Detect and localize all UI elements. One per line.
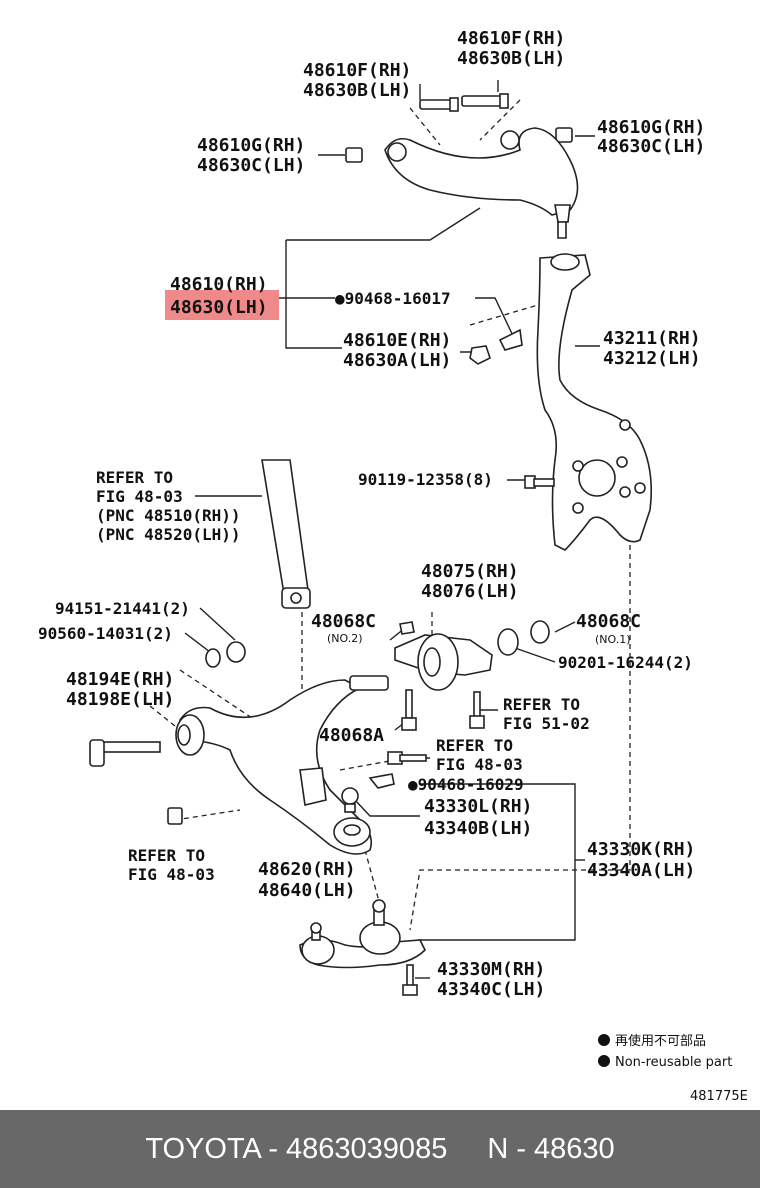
label-ball-joint-k-lh: 43340A(LH) bbox=[587, 860, 695, 881]
label-upper-nut-right-lh: 48630C(LH) bbox=[597, 136, 705, 157]
label-bushing-bracket-rh: 48075(RH) bbox=[421, 561, 519, 582]
label-refer-48-mid-1: REFER TO bbox=[436, 736, 513, 755]
label-refer-shock-4: (PNC 48520(LH)) bbox=[96, 525, 241, 544]
upper-control-arm bbox=[384, 127, 579, 239]
label-lower-arm-lh: 48640(LH) bbox=[258, 880, 356, 901]
label-washer-c-left: 48068C bbox=[311, 611, 376, 632]
knuckle-bolt bbox=[524, 475, 555, 489]
label-clip-90468-16017: ●90468-16017 bbox=[335, 289, 451, 308]
label-washer-c-right: 48068C bbox=[576, 611, 641, 632]
label-ball-joint-l-lh: 43340B(LH) bbox=[424, 818, 532, 839]
label-bolt-94151: 94151-21441(2) bbox=[55, 599, 190, 618]
shock-absorber bbox=[261, 459, 311, 609]
ball-joint-43330L bbox=[341, 787, 359, 813]
washer-48068C-right bbox=[497, 620, 550, 656]
label-knuckle-bolt: 90119-12358(8) bbox=[358, 470, 493, 489]
label-refer-51-1: REFER TO bbox=[503, 695, 580, 714]
bracket-48610E bbox=[469, 328, 523, 365]
lower-bolt bbox=[89, 739, 161, 767]
label-bracket-lh: 48630A(LH) bbox=[343, 350, 451, 371]
label-upper-arm-lh: 48630(LH) bbox=[170, 297, 268, 318]
footer-bar: TOYOTA - 4863039085 N - 48630 bbox=[0, 1110, 760, 1188]
bolt-48068A bbox=[401, 689, 417, 731]
label-washer-a: 48068A bbox=[319, 725, 384, 746]
nut-refer-48 bbox=[167, 807, 183, 825]
legend-text-en: Non-reusable part bbox=[615, 1055, 732, 1070]
footer-part-number: TOYOTA - 4863039085 bbox=[145, 1132, 448, 1165]
label-knuckle-rh: 43211(RH) bbox=[603, 328, 701, 349]
label-refer-shock-3: (PNC 48510(RH)) bbox=[96, 506, 241, 525]
label-refer-shock-1: REFER TO bbox=[96, 468, 173, 487]
legend-bullet-en bbox=[598, 1055, 610, 1067]
upper-nut-left bbox=[345, 147, 363, 163]
steering-knuckle bbox=[536, 253, 653, 551]
label-ball-joint-m-lh: 43340C(LH) bbox=[437, 979, 545, 1000]
label-clip-90468-16029: ●90468-16029 bbox=[408, 775, 524, 794]
label-washer-90560: 90560-14031(2) bbox=[38, 624, 173, 643]
upper-bolt-left bbox=[419, 97, 459, 112]
label-ball-joint-m-rh: 43330M(RH) bbox=[437, 959, 545, 980]
label-ball-joint-k-rh: 43330K(RH) bbox=[587, 839, 695, 860]
footer-pnc: N - 48630 bbox=[487, 1132, 615, 1165]
figure-id: 481775E bbox=[690, 1089, 748, 1104]
label-lower-arm-rh: 48620(RH) bbox=[258, 859, 356, 880]
label-upper-arm-rh: 48610(RH) bbox=[170, 274, 268, 295]
label-ball-joint-l-rh: 43330L(RH) bbox=[424, 796, 532, 817]
label-washer-c-left-no: (NO.2) bbox=[327, 632, 363, 645]
label-bushing-bracket-lh: 48076(LH) bbox=[421, 581, 519, 602]
lower-control-arm bbox=[175, 675, 389, 855]
bushing-bracket-48075 bbox=[394, 633, 493, 691]
label-upper-nut-left-lh: 48630C(LH) bbox=[197, 155, 305, 176]
washer-90560 bbox=[205, 648, 221, 668]
label-upper-bolt-top-rh: 48610F(RH) bbox=[457, 28, 565, 49]
label-upper-bolt-left-lh: 48630B(LH) bbox=[303, 80, 411, 101]
label-bushing-lower-rh: 48194E(RH) bbox=[66, 669, 174, 690]
washer-48068C-left bbox=[399, 621, 415, 635]
highlight-box bbox=[165, 290, 279, 320]
label-refer-48-left-2: FIG 48-03 bbox=[128, 865, 215, 884]
clip-90468-16029 bbox=[368, 773, 395, 789]
washer-94151 bbox=[226, 641, 246, 663]
label-bracket-rh: 48610E(RH) bbox=[343, 330, 451, 351]
label-washer-90201: 90201-16244(2) bbox=[558, 653, 693, 672]
label-refer-shock-2: FIG 48-03 bbox=[96, 487, 183, 506]
bolt-refer-48-mid bbox=[387, 751, 427, 765]
upper-bolt-top bbox=[461, 93, 509, 109]
label-upper-nut-right-rh: 48610G(RH) bbox=[597, 117, 705, 138]
label-upper-nut-left-rh: 48610G(RH) bbox=[197, 135, 305, 156]
bolt-43330M bbox=[402, 964, 418, 996]
label-knuckle-lh: 43212(LH) bbox=[603, 348, 701, 369]
label-washer-c-right-no: (NO.1) bbox=[595, 633, 631, 646]
label-upper-bolt-left-rh: 48610F(RH) bbox=[303, 60, 411, 81]
legend-bullet-jp bbox=[598, 1034, 610, 1046]
label-refer-51-2: FIG 51-02 bbox=[503, 714, 590, 733]
bolt-refer-51 bbox=[469, 691, 485, 729]
label-bushing-lower-lh: 48198E(LH) bbox=[66, 689, 174, 710]
ball-joint-43330K bbox=[299, 899, 426, 969]
legend: 再使用不可部品 Non-reusable part bbox=[598, 1033, 732, 1070]
legend-text-jp: 再使用不可部品 bbox=[615, 1033, 706, 1049]
parts-diagram: 48610F(RH) 48630B(LH) 48610F(RH) 48630B(… bbox=[38, 28, 748, 1104]
upper-nut-right bbox=[555, 127, 573, 143]
labels: 48610F(RH) 48630B(LH) 48610F(RH) 48630B(… bbox=[38, 28, 705, 1000]
label-upper-bolt-top-lh: 48630B(LH) bbox=[457, 48, 565, 69]
label-refer-48-left-1: REFER TO bbox=[128, 846, 205, 865]
label-refer-48-mid-2: FIG 48-03 bbox=[436, 755, 523, 774]
